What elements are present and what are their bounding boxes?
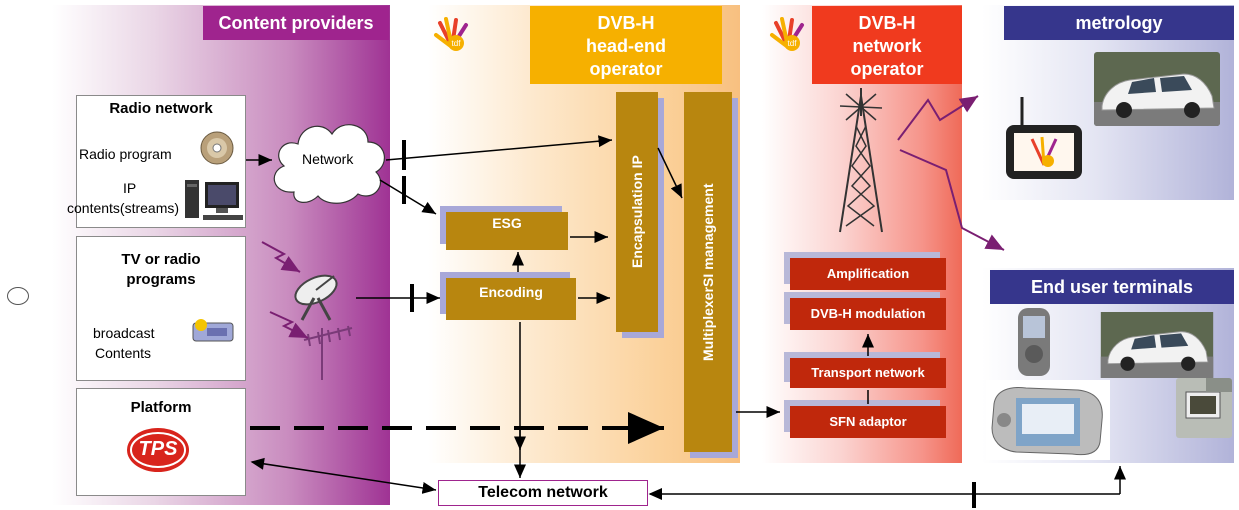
broadcast-label-line2: Contents xyxy=(95,345,152,361)
tdf-logo-text: tdf xyxy=(452,39,462,48)
netop-title-line1: DVB-H xyxy=(858,13,916,33)
tdf-logo-icon: tdf xyxy=(770,17,804,51)
sfn-adaptor-block: SFN adaptor xyxy=(790,406,946,438)
netop-title-line2: network xyxy=(852,36,922,56)
in-car-terminal-icon xyxy=(1176,378,1232,438)
end-user-terminals-title: End user terminals xyxy=(990,270,1234,304)
headend-operator-title: DVB-H head-end operator xyxy=(530,6,722,84)
ip-contents-label: contents(streams) xyxy=(67,200,180,216)
tdf-logo-icon: tdf xyxy=(434,17,468,51)
computer-icon xyxy=(185,180,243,220)
content-providers-title: Content providers xyxy=(203,6,389,40)
tps-logo-icon xyxy=(127,428,189,472)
encoding-block: Encoding xyxy=(446,278,576,320)
pda-device-icon xyxy=(986,380,1110,460)
network-operator-title: DVB-H network operator xyxy=(812,6,962,84)
dvbh-modulation-block: DVB-H modulation xyxy=(790,298,946,330)
headend-title-line3: operator xyxy=(589,59,663,79)
cd-icon xyxy=(200,131,234,165)
car-photo-icon xyxy=(1100,312,1214,378)
platform-box: Platform TPS xyxy=(76,388,246,496)
amplification-block: Amplification xyxy=(790,258,946,290)
telecom-network-box: Telecom network xyxy=(438,480,648,506)
ip-label: IP xyxy=(123,180,137,196)
tdf-logo-text: tdf xyxy=(788,39,798,48)
radio-network-label: Radio network xyxy=(109,100,213,117)
broadcast-device-icon xyxy=(192,319,234,342)
platform-label: Platform xyxy=(130,399,192,416)
circle-shape xyxy=(7,287,29,305)
transmitter-tower-icon xyxy=(839,88,883,233)
netop-title-line3: operator xyxy=(850,59,924,79)
tv-radio-label-line2: programs xyxy=(126,271,196,288)
broadcast-label-line1: broadcast xyxy=(93,325,155,341)
tv-radio-programs-box: TV or radio programs broadcast Contents xyxy=(76,236,246,381)
esg-block: ESG xyxy=(446,212,568,250)
radio-network-box: Radio network Radio program IP contents(… xyxy=(67,95,246,228)
metrology-title: metrology xyxy=(1004,6,1234,40)
radio-program-label: Radio program xyxy=(79,146,172,162)
network-cloud-icon xyxy=(273,124,385,204)
metrology-terminal-icon xyxy=(1006,97,1082,179)
tps-logo-text: TPS xyxy=(138,438,178,460)
antenna-icon xyxy=(303,325,353,380)
headend-title-line1: DVB-H xyxy=(597,13,655,33)
tv-radio-label-line1: TV or radio xyxy=(121,251,201,268)
car-photo-icon xyxy=(1094,52,1220,126)
mobile-phone-icon xyxy=(1018,308,1050,376)
network-cloud-label: Network xyxy=(302,151,354,167)
satellite-dish-icon xyxy=(294,274,338,321)
headend-title-line2: head-end xyxy=(585,36,666,56)
transport-network-block: Transport network xyxy=(790,358,946,388)
